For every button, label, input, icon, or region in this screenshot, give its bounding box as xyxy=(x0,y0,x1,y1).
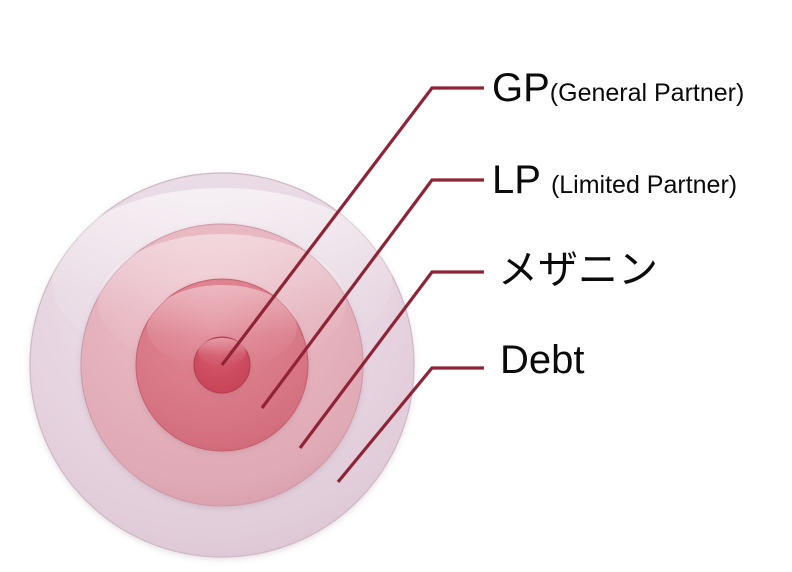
callout-label-debt[interactable]: Debt xyxy=(500,340,585,380)
callout-gp-sub: (General Partner) xyxy=(549,79,745,107)
callout-debt-main: Debt xyxy=(500,338,585,382)
callout-label-lp[interactable]: LP (Limited Partner) xyxy=(492,160,737,200)
leader-line-gp xyxy=(220,86,484,366)
callout-gp-main: GP xyxy=(492,66,550,110)
callout-lp-main: LP xyxy=(492,158,541,202)
ring-lp[interactable] xyxy=(135,278,309,452)
callout-mezzanine-main: メザニン xyxy=(498,247,658,293)
callout-lp-sub: (Limited Partner) xyxy=(550,171,738,199)
callout-label-gp[interactable]: GP(General Partner) xyxy=(492,68,744,108)
leader-line-debt xyxy=(336,366,484,484)
leader-line-lp xyxy=(260,178,484,409)
callout-label-mezzanine[interactable]: メザニン xyxy=(498,250,658,290)
leader-line-mezzanine xyxy=(298,270,484,449)
